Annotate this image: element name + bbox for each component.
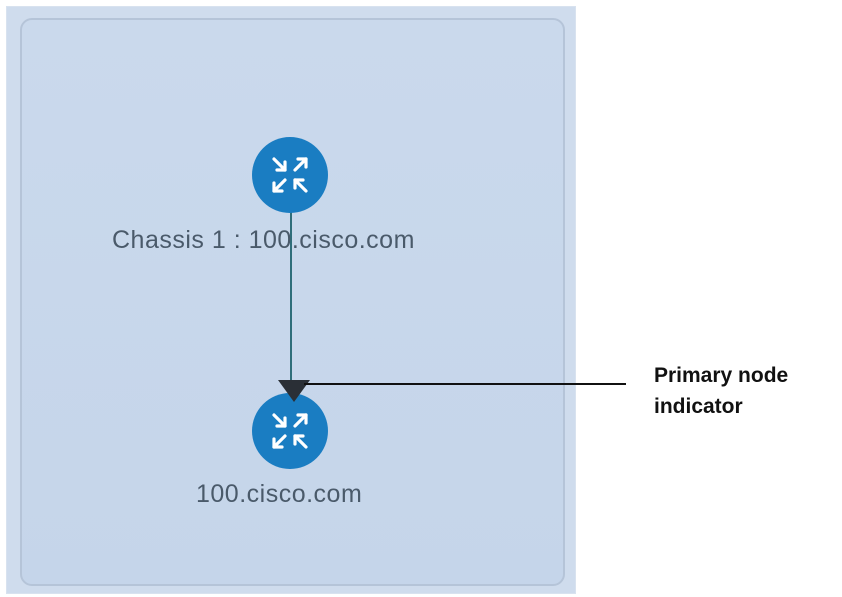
member-router-node[interactable]	[252, 393, 328, 469]
router-icon	[272, 413, 308, 449]
callout-leader-line	[304, 383, 626, 385]
chassis-member-link	[290, 200, 292, 385]
member-node-label: 100.cisco.com	[196, 480, 363, 508]
callout-line-2: indicator	[654, 395, 743, 418]
primary-node-indicator-icon	[278, 380, 310, 402]
callout-line-1: Primary node	[654, 364, 789, 387]
primary-node-callout: Primary node indicator	[654, 360, 788, 422]
router-icon	[272, 157, 308, 193]
chassis-node-label: Chassis 1 : 100.cisco.com	[112, 226, 415, 254]
chassis-group-panel	[20, 18, 565, 586]
chassis-router-node[interactable]	[252, 137, 328, 213]
